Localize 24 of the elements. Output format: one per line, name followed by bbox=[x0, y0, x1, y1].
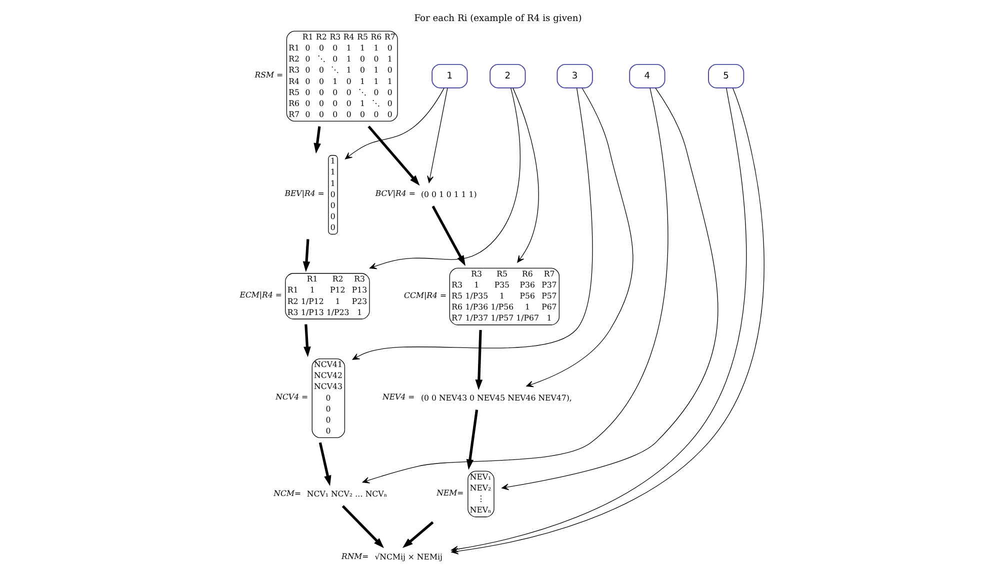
node-box: 1 bbox=[431, 64, 468, 88]
node-box: 4 bbox=[628, 64, 665, 88]
arrow bbox=[302, 239, 310, 272]
arrow bbox=[362, 88, 668, 484]
diagram-title: For each Ri (example of R4 is given) bbox=[414, 14, 582, 24]
arrow bbox=[341, 505, 384, 548]
node-box: 5 bbox=[708, 64, 744, 88]
arrow bbox=[344, 88, 444, 160]
arrow bbox=[369, 88, 520, 270]
node-box: 3 bbox=[556, 64, 592, 88]
arrow bbox=[352, 88, 592, 360]
arrow bbox=[512, 88, 538, 263]
arrow bbox=[367, 126, 420, 186]
arrow bbox=[431, 206, 465, 266]
arrow bbox=[402, 521, 434, 548]
arrow bbox=[303, 324, 310, 358]
arrow bbox=[466, 410, 478, 470]
arrow bbox=[526, 88, 633, 388]
arrow bbox=[474, 330, 482, 390]
node-box: 2 bbox=[489, 64, 526, 88]
arrow bbox=[318, 442, 331, 486]
arrow bbox=[501, 88, 718, 490]
arrow bbox=[426, 88, 448, 183]
arrow bbox=[313, 126, 320, 154]
